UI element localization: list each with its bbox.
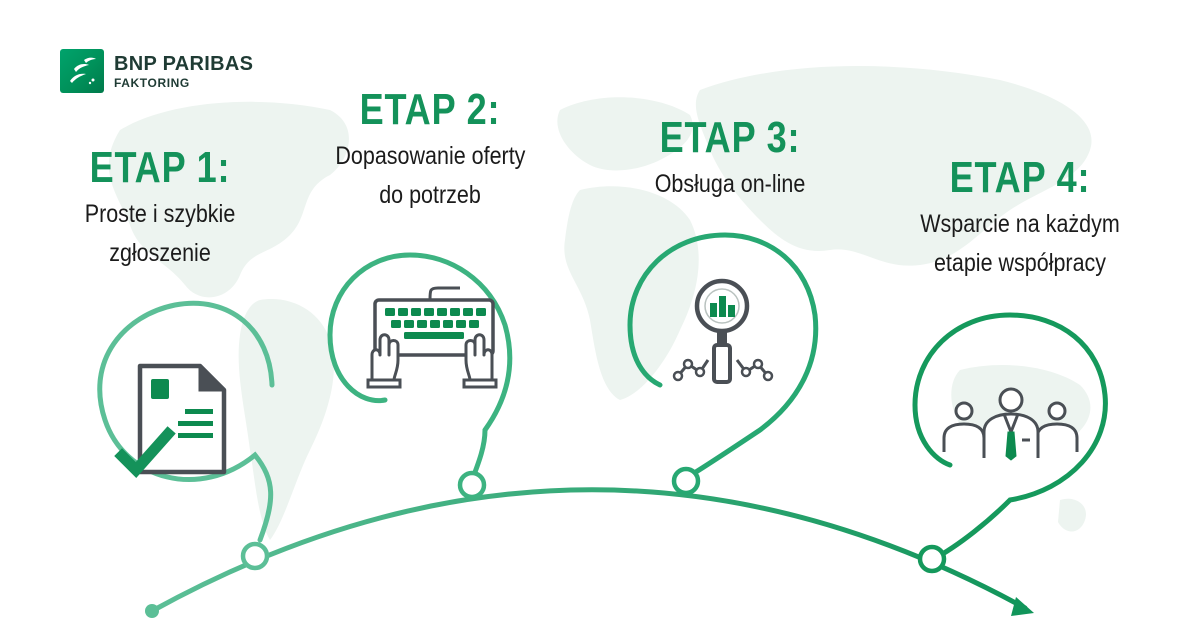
brand-name: BNP PARIBAS <box>114 52 254 75</box>
stage-2-desc-line1: Dopasowanie oferty <box>335 142 526 170</box>
stage-3-desc-line1: Obsługa on-line <box>654 170 806 198</box>
team-people-icon <box>942 387 1079 461</box>
stage-4-title: ETAP 4: <box>949 153 1091 202</box>
magnifier-chart-icon <box>672 278 774 384</box>
stage-4-text: ETAP 4: Wsparcie na każdym etapie współp… <box>900 153 1140 283</box>
stage-4-pin <box>912 312 1108 574</box>
stage-3-pin <box>627 232 819 496</box>
stage-2-title: ETAP 2: <box>359 85 501 134</box>
bnp-paribas-logo-icon <box>60 49 104 93</box>
stage-4-desc-line2: etapie współpracy <box>933 249 1107 277</box>
brand-subtitle: FAKTORING <box>114 75 190 90</box>
stage-4-desc-line1: Wsparcie na każdym <box>920 210 1120 238</box>
stage-3-text: ETAP 3: Obsługa on-line <box>620 113 840 204</box>
stage-1-text: ETAP 1: Proste i szybkie zgłoszenie <box>60 143 260 273</box>
path-start-dot <box>145 604 159 618</box>
keyboard-typing-hands-icon <box>366 286 498 389</box>
journey-path <box>149 487 1028 614</box>
stage-2-text: ETAP 2: Dopasowanie oferty do potrzeb <box>320 85 540 215</box>
stage-1-desc-line2: zgłoszenie <box>109 239 211 267</box>
stage-3-title: ETAP 3: <box>659 113 801 162</box>
brand-logo[interactable]: BNP PARIBAS FAKTORING <box>60 47 253 95</box>
world-map-background <box>108 66 1092 540</box>
stage-1-desc-line1: Proste i szybkie <box>84 200 236 228</box>
path-arrowhead <box>1011 597 1034 616</box>
stage-1-title: ETAP 1: <box>89 143 231 192</box>
document-checkmark-icon <box>114 363 227 479</box>
stage-1-pin <box>97 300 275 571</box>
stage-2-pin <box>327 252 513 500</box>
stage-2-desc-line2: do potrzeb <box>379 181 481 209</box>
